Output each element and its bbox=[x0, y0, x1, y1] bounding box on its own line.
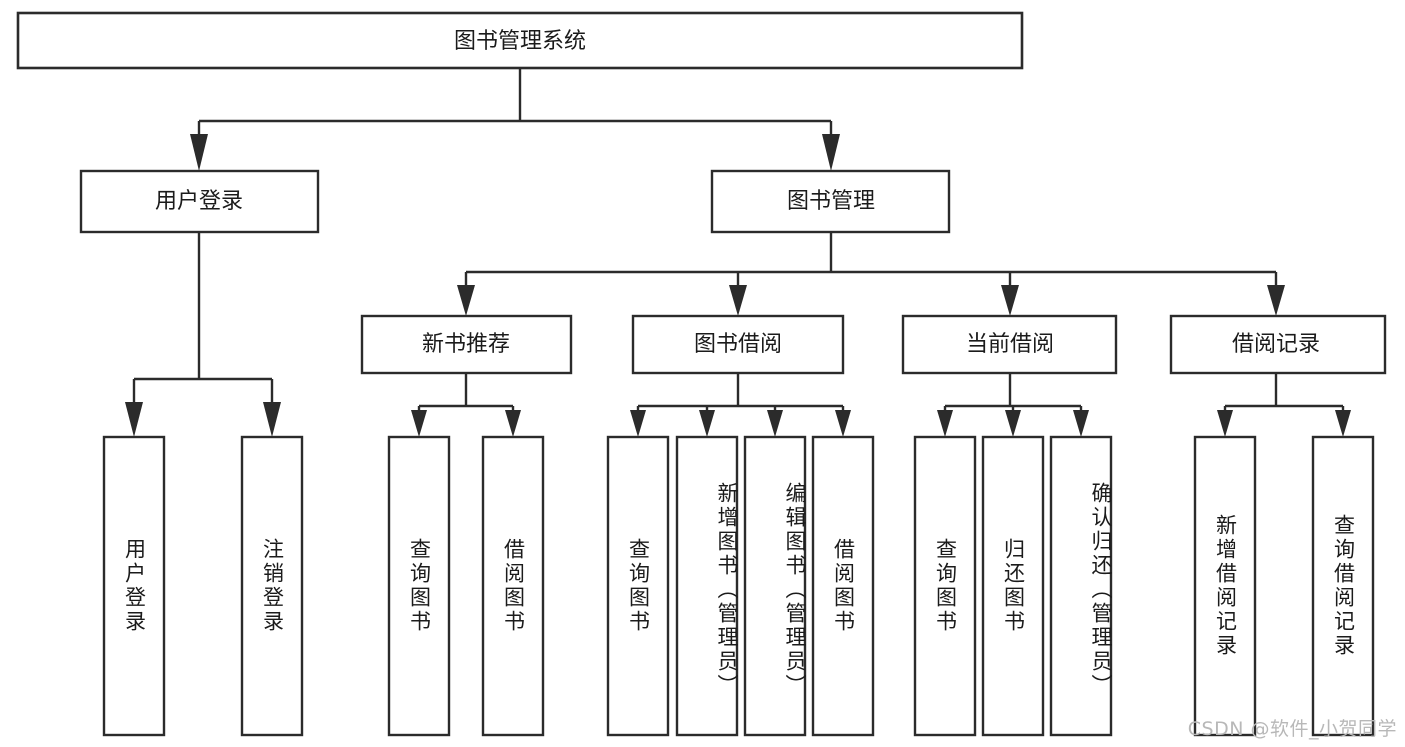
watermark-text: CSDN @软件_小贺同学 bbox=[1187, 718, 1397, 740]
node-book-borrow[interactable]: 图书借阅 bbox=[631, 314, 845, 375]
node-user-login-label: 用户登录 bbox=[155, 189, 243, 214]
node-root[interactable]: 图书管理系统 bbox=[16, 11, 1024, 70]
node-root-label: 图书管理系统 bbox=[454, 29, 586, 54]
node-book-borrow-label: 图书借阅 bbox=[694, 332, 782, 357]
arrow-head-book-manage bbox=[822, 134, 840, 171]
leaf-box-borrow-book-2[interactable] bbox=[811, 435, 875, 737]
node-borrow-record-box[interactable] bbox=[1169, 314, 1387, 375]
node-current-borrow[interactable]: 当前借阅 bbox=[901, 314, 1118, 375]
arrow-head-borrowrecord-leaf-2 bbox=[1335, 410, 1351, 437]
node-user-login-box[interactable] bbox=[79, 169, 320, 234]
node-book-manage-box[interactable] bbox=[710, 169, 951, 234]
leaf-box-logout[interactable] bbox=[240, 435, 304, 737]
arrow-head-newbook-leaf-1 bbox=[411, 410, 427, 437]
arrow-head-currentborrow-leaf-1 bbox=[937, 410, 953, 437]
leaf-box-add-record[interactable] bbox=[1193, 435, 1257, 737]
node-root-box[interactable] bbox=[16, 11, 1024, 70]
leaf-box-group bbox=[102, 435, 1375, 737]
arrow-head-bookborrow-leaf-3 bbox=[767, 410, 783, 437]
leaf-box-return-book[interactable] bbox=[981, 435, 1045, 737]
leaf-box-query-book-2[interactable] bbox=[606, 435, 670, 737]
node-book-manage-label: 图书管理 bbox=[787, 189, 875, 214]
leaf-box-query-record[interactable] bbox=[1311, 435, 1375, 737]
arrow-head-new-book-recommend bbox=[457, 285, 475, 316]
node-user-login[interactable]: 用户登录 bbox=[79, 169, 320, 234]
arrow-head-leaf-logout bbox=[263, 402, 281, 437]
arrow-head-leaf-user-login bbox=[125, 402, 143, 437]
arrow-head-bookborrow-leaf-2 bbox=[699, 410, 715, 437]
arrow-head-current-borrow bbox=[1001, 285, 1019, 316]
arrow-head-bookborrow-leaf-4 bbox=[835, 410, 851, 437]
arrow-head-newbook-leaf-2 bbox=[505, 410, 521, 437]
arrow-head-user-login bbox=[190, 134, 208, 171]
connector-group bbox=[125, 68, 1351, 437]
node-new-book-recommend-box[interactable] bbox=[360, 314, 573, 375]
leaf-box-query-book-3[interactable] bbox=[913, 435, 977, 737]
arrow-head-currentborrow-leaf-2 bbox=[1005, 410, 1021, 437]
node-current-borrow-box[interactable] bbox=[901, 314, 1118, 375]
arrow-head-currentborrow-leaf-3 bbox=[1073, 410, 1089, 437]
node-book-manage[interactable]: 图书管理 bbox=[710, 169, 951, 234]
node-borrow-record[interactable]: 借阅记录 bbox=[1169, 314, 1387, 375]
leaf-box-borrow-book-1[interactable] bbox=[481, 435, 545, 737]
arrow-head-borrow-record bbox=[1267, 285, 1285, 316]
node-current-borrow-label: 当前借阅 bbox=[966, 332, 1054, 357]
leaf-box-query-book-1[interactable] bbox=[387, 435, 451, 737]
node-borrow-record-label: 借阅记录 bbox=[1232, 332, 1320, 357]
arrow-head-borrowrecord-leaf-1 bbox=[1217, 410, 1233, 437]
leaf-box-user-login[interactable] bbox=[102, 435, 166, 737]
arrow-head-bookborrow-leaf-1 bbox=[630, 410, 646, 437]
node-new-book-recommend-label: 新书推荐 bbox=[422, 332, 510, 357]
node-book-borrow-box[interactable] bbox=[631, 314, 845, 375]
node-new-book-recommend[interactable]: 新书推荐 bbox=[360, 314, 573, 375]
arrow-head-book-borrow bbox=[729, 285, 747, 316]
leaf-box-confirm-return[interactable] bbox=[1049, 435, 1113, 737]
leaf-box-edit-book-admin[interactable] bbox=[743, 435, 807, 737]
leaf-box-add-book-admin[interactable] bbox=[675, 435, 739, 737]
